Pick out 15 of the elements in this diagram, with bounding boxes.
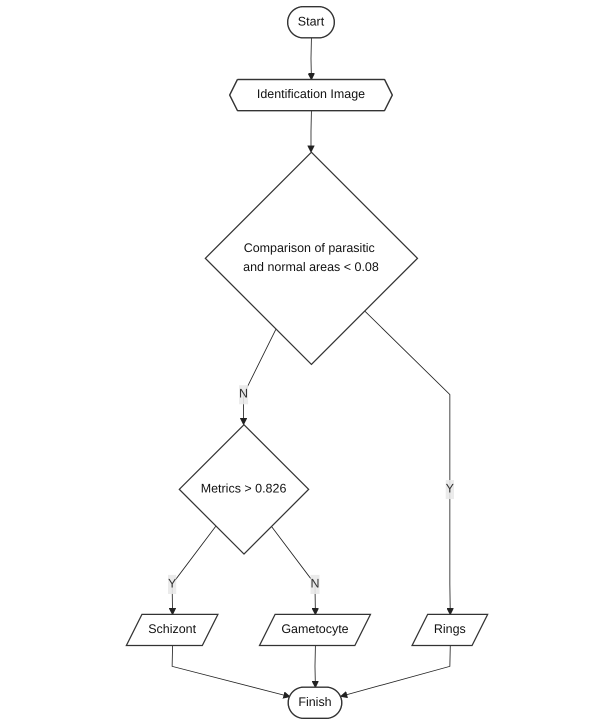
node-diamond: Comparison of parasitic and normal areas < 0.08	[204, 151, 418, 366]
arrow	[307, 110, 315, 153]
arrow	[270, 526, 319, 616]
arrow	[172, 646, 290, 699]
arrow	[340, 646, 451, 698]
arrow	[168, 526, 216, 616]
edge-label: Y	[446, 482, 454, 496]
node-diamond: Metrics > 0.826	[178, 424, 310, 555]
arrow	[364, 310, 454, 616]
edge-label: N	[239, 386, 248, 401]
arrow	[312, 646, 319, 688]
edge-label: N	[310, 576, 320, 591]
arrow	[308, 38, 315, 80]
arrow	[240, 328, 276, 426]
edge-label: Y	[168, 576, 176, 591]
